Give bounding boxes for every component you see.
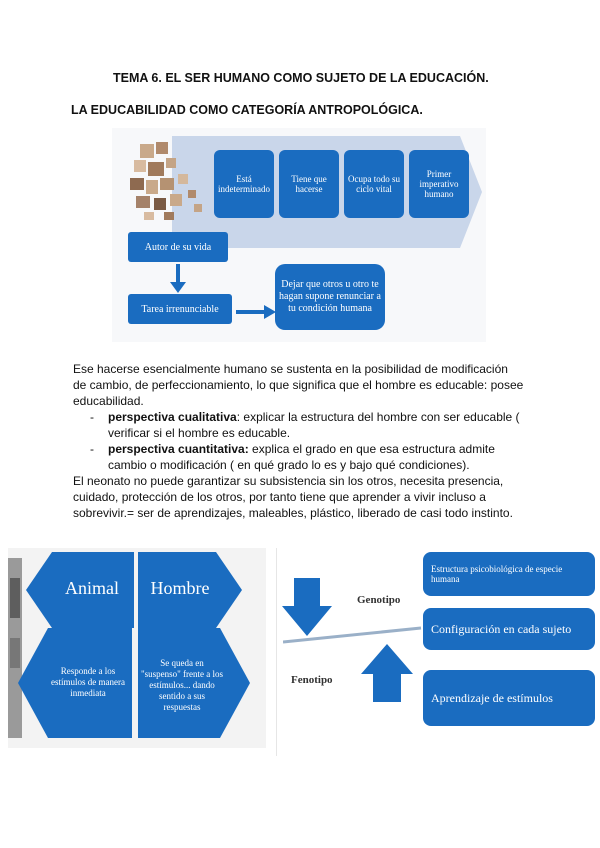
bullet-bold: perspectiva cuantitativa: <box>108 442 249 456</box>
text-suspenso: Se queda en "suspenso" frente a los estí… <box>140 658 224 712</box>
bullet-continuation: cambio o modificación ( en qué grado lo … <box>108 458 470 472</box>
box-indeterminado: Está indeterminado <box>214 150 274 218</box>
paragraph-line: El neonato no puede garantizar su subsis… <box>73 474 504 488</box>
animal-hombre-diagram: Animal Hombre Responde a los estímulos d… <box>8 548 266 748</box>
divider-line <box>283 626 422 644</box>
up-arrow-icon <box>361 644 413 702</box>
mosaic-figure-image <box>130 142 202 220</box>
box-ciclo-vital: Ocupa todo su ciclo vital <box>344 150 404 218</box>
box-primer-imperativo: Primer imperativo humano <box>409 150 469 218</box>
responde-arrow-shape <box>18 628 132 738</box>
box-estructura-psicobiologica: Estructura psicobiológica de especie hum… <box>423 552 595 596</box>
box-tiene-que-hacerse: Tiene que hacerse <box>279 150 339 218</box>
bullet-continuation: verificar si el hombre es educable. <box>108 426 291 440</box>
bullet-dash: - <box>90 442 94 456</box>
animal-arrow-shape <box>26 552 134 628</box>
label-hombre: Hombre <box>150 578 210 598</box>
down-arrow-icon <box>170 264 186 293</box>
page-title: TEMA 6. EL SER HUMANO COMO SUJETO DE LA … <box>113 71 489 85</box>
educability-diagram: Está indeterminado Tiene que hacerse Ocu… <box>112 128 486 342</box>
paragraph-line: de cambio, de perfeccionamiento, lo que … <box>73 378 524 392</box>
bullet-bold: perspectiva cualitativa <box>108 410 237 424</box>
box-autor-de-su-vida: Autor de su vida <box>128 232 228 262</box>
bullet-text: explica el grado en que esa estructura a… <box>248 442 495 456</box>
box-tarea-irrenunciable: Tarea irrenunciable <box>128 294 232 324</box>
label-animal: Animal <box>65 578 119 598</box>
right-arrow-icon <box>236 305 276 319</box>
box-configuracion: Configuración en cada sujeto <box>423 608 595 650</box>
bullet-cuantitativa: perspectiva cuantitativa: explica el gra… <box>108 441 495 457</box>
bullet-dash: - <box>90 410 94 424</box>
label-fenotipo: Fenotipo <box>291 674 333 686</box>
paragraph-line: Ese hacerse esencialmente humano se sust… <box>73 362 508 376</box>
photo-strip-image <box>8 558 22 738</box>
bullet-cualitativa: perspectiva cualitativa: explicar la est… <box>108 409 520 425</box>
paragraph-line: educabilidad. <box>73 394 144 408</box>
genotipo-fenotipo-diagram: Genotipo Fenotipo Estructura psicobiológ… <box>276 548 600 756</box>
down-arrow-icon <box>282 578 332 636</box>
paragraph-line: cuidado, protección de los otros, por ta… <box>73 490 486 504</box>
bullet-text: : explicar la estructura del hombre con … <box>236 410 520 424</box>
section-heading: LA EDUCABILIDAD COMO CATEGORÍA ANTROPOLÓ… <box>71 103 423 117</box>
suspenso-arrow-shape <box>138 628 250 738</box>
box-aprendizaje: Aprendizaje de estímulos <box>423 670 595 726</box>
paragraph-line: sobrevivir.= ser de aprendizajes, maleab… <box>73 506 513 520</box>
box-dejar-que-otros: Dejar que otros u otro te hagan supone r… <box>275 264 385 330</box>
label-genotipo: Genotipo <box>357 594 401 606</box>
text-responde: Responde a los estímulos de manera inmed… <box>51 666 125 698</box>
hombre-arrow-shape <box>138 552 242 628</box>
